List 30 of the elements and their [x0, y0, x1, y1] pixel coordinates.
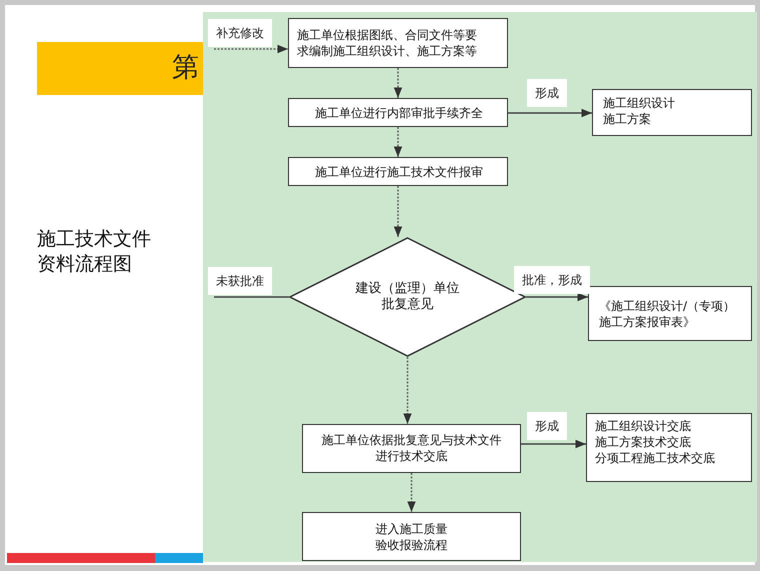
arrow	[214, 44, 288, 54]
text-line: 分项工程施工技术交底	[595, 450, 716, 466]
heading-text: 第	[172, 52, 199, 84]
edge-label: 未获批准	[208, 267, 272, 295]
edge-label: 补充修改	[208, 19, 272, 47]
process-box: 施工单位依据批复意见与技术文件进行技术交底	[302, 424, 521, 473]
result-box	[592, 89, 752, 136]
process-box: 施工单位根据图纸、合同文件等要求编制施工组织设计、施工方案等	[288, 18, 508, 68]
title: 施工技术文件资料流程图	[37, 227, 152, 277]
text-line: 施工组织设计	[603, 95, 676, 111]
process-box: 《施工组织设计/（专项）施工方案报审表》	[588, 286, 752, 341]
connector-line	[214, 296, 289, 298]
process-box: 施工单位进行施工技术文件报审	[288, 157, 508, 186]
process-box: 进入施工质量验收报验流程	[302, 512, 521, 561]
edge-label: 形成	[527, 79, 567, 107]
arrow	[394, 68, 402, 98]
arrow	[521, 440, 586, 448]
edge-label: 形成	[527, 412, 567, 440]
text-line: 施工方案	[603, 111, 652, 127]
arrow	[394, 127, 402, 157]
edge-label: 批准，形成	[514, 266, 590, 294]
process-box: 施工单位进行内部审批手续齐全	[288, 98, 508, 127]
arrow	[526, 292, 588, 302]
text-line: 施工组织设计交底	[595, 418, 692, 434]
text-line: 施工方案技术交底	[595, 434, 692, 450]
result-box	[586, 413, 752, 482]
arrow	[407, 473, 416, 512]
arrow	[394, 186, 402, 237]
arrow	[508, 108, 592, 118]
arrow	[403, 357, 412, 424]
